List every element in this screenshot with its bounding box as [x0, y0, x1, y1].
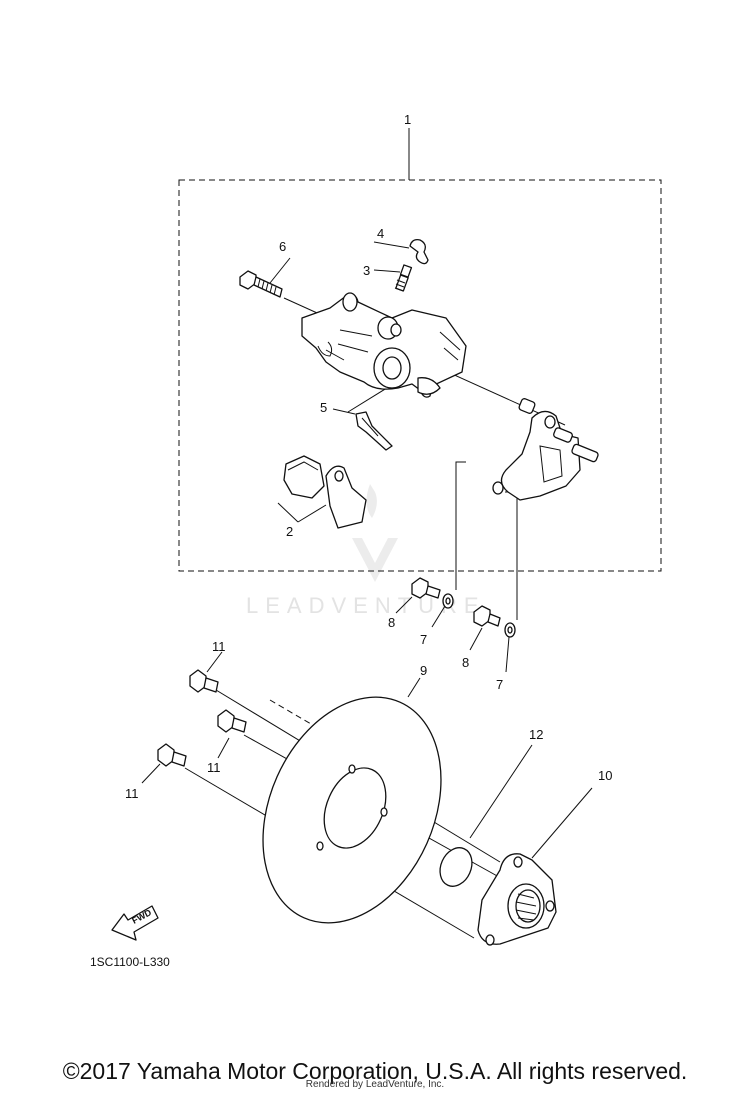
caliper-body: [301, 292, 467, 398]
callout-11c: 11: [125, 786, 139, 801]
callout-12: 12: [529, 727, 543, 742]
callout-10: 10: [598, 768, 612, 783]
part-code-label: 1SC1100-L330: [90, 955, 170, 969]
callout-7b: 7: [496, 677, 503, 692]
bracket-bolts: [411, 577, 501, 627]
callout-numbers: 1 2 3 4 5 6 7 7 8 8 9 10 11 11 11 12: [125, 112, 612, 801]
callout-11b: 11: [207, 760, 221, 775]
callout-9: 9: [420, 663, 427, 678]
brake-disc: [262, 696, 442, 924]
washers: [442, 593, 516, 638]
callout-1: 1: [404, 112, 411, 127]
callout-5: 5: [320, 400, 327, 415]
callout-6: 6: [279, 239, 286, 254]
disc-bolts: [157, 669, 247, 767]
caliper-bolt: [239, 270, 283, 298]
copyright-text: ©2017 Yamaha Motor Corporation, U.S.A. A…: [62, 1058, 688, 1084]
hub: [477, 853, 557, 946]
bleeder-cap: [409, 238, 429, 265]
rendered-by-text: Rendered by LeadVenture, Inc.: [305, 1079, 445, 1090]
callout-11a: 11: [212, 639, 226, 654]
bleeder-screw: [394, 264, 413, 292]
fwd-arrow-icon: FWD: [111, 905, 159, 941]
brake-pads: [283, 455, 367, 529]
callout-2: 2: [286, 524, 293, 539]
pad-spring: [355, 411, 393, 451]
callout-7a: 7: [420, 632, 427, 647]
leader-lines: [141, 128, 593, 859]
callout-8a: 8: [388, 615, 395, 630]
caliper-assembly-box: [178, 179, 662, 572]
callout-4: 4: [377, 226, 384, 241]
callout-3: 3: [363, 263, 370, 278]
callout-8b: 8: [462, 655, 469, 670]
o-ring: [439, 847, 473, 887]
caliper-bracket: [492, 398, 599, 501]
